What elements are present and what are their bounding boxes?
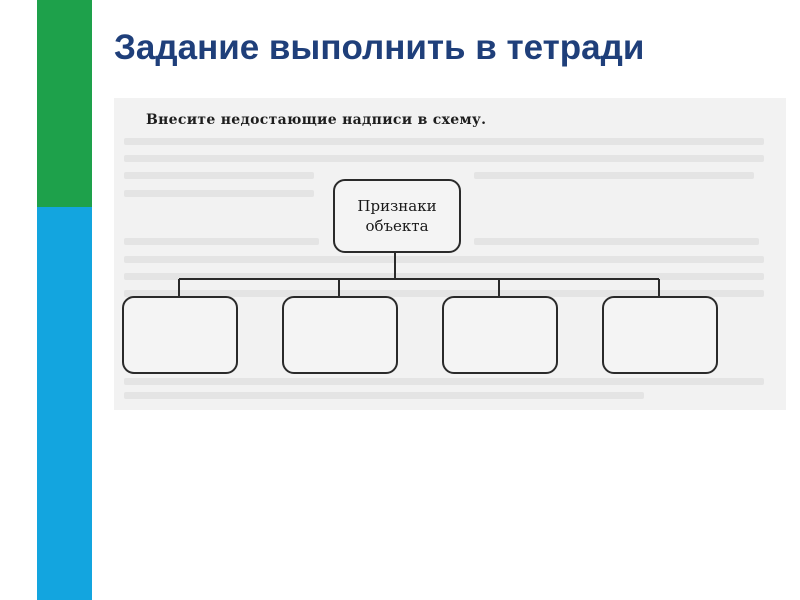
faded-text-line [124,190,314,197]
faded-text-line [474,238,759,245]
diagram-empty-box-3 [442,296,558,374]
instruction-text: Внесите недостающие надписи в схему. [146,112,487,128]
diagram-empty-box-1 [122,296,238,374]
diagram-empty-box-2 [282,296,398,374]
diagram-connectors [178,251,660,297]
decorative-stripe-green [37,0,92,207]
faded-text-line [124,238,319,245]
faded-text-line [474,172,754,179]
faded-text-line [124,256,764,263]
faded-text-line [124,392,644,399]
root-box-label: Признаки объекта [357,197,437,235]
diagram-empty-box-4 [602,296,718,374]
diagram-root-box: Признаки объекта [333,179,461,253]
faded-text-line [124,138,764,145]
faded-text-line [124,155,764,162]
faded-text-line [124,290,764,297]
faded-text-line [124,273,764,280]
decorative-stripe-blue [37,207,92,600]
faded-text-line [124,378,764,385]
faded-text-line [124,172,314,179]
slide-title: Задание выполнить в тетради [114,28,645,67]
textbook-scan: Внесите недостающие надписи в схему. При… [114,98,786,410]
